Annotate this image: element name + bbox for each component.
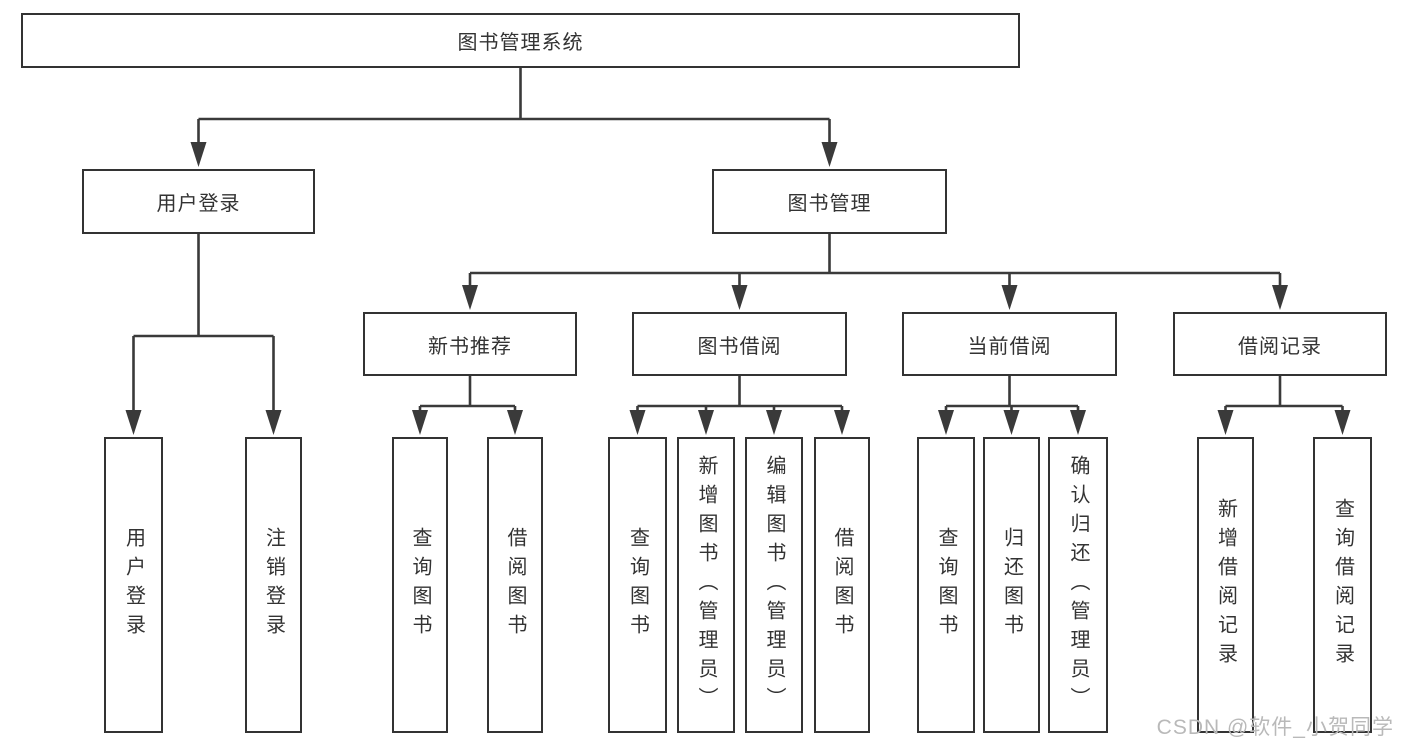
node-book-borrow: 图书借阅 [632, 312, 847, 376]
node-label: 查询图书 [409, 527, 431, 643]
node-label: 借阅图书 [504, 527, 526, 643]
node-leaf-cb-query: 查询图书 [917, 437, 975, 733]
node-label: 查询图书 [626, 527, 649, 643]
node-label: 用户登录 [122, 527, 145, 643]
node-new-book-rec: 新书推荐 [363, 312, 577, 376]
node-leaf-nb-borrow: 借阅图书 [487, 437, 543, 733]
arrowhead-icon [412, 410, 428, 435]
node-label: 查询图书 [935, 527, 957, 643]
node-book-mgmt: 图书管理 [712, 169, 947, 234]
node-leaf-br-query: 查询借阅记录 [1313, 437, 1372, 733]
node-label: 查询借阅记录 [1331, 498, 1354, 672]
node-label: 新增借阅记录 [1214, 498, 1237, 672]
node-label: 注销登录 [262, 527, 285, 643]
node-label: 当前借阅 [967, 335, 1052, 358]
arrowhead-icon [1217, 410, 1234, 435]
node-label: 新书推荐 [428, 335, 512, 358]
arrowhead-icon [190, 142, 207, 167]
arrowhead-icon [125, 410, 142, 435]
node-borrow-record: 借阅记录 [1173, 312, 1387, 376]
watermark: CSDN @软件_小贺同学 [1156, 716, 1394, 739]
arrowhead-icon [1334, 410, 1351, 435]
node-label: 归还图书 [1000, 527, 1023, 643]
arrowhead-icon [834, 410, 850, 435]
node-label: 新增图书（管理员） [695, 454, 717, 716]
arrowhead-icon [1272, 285, 1288, 310]
node-current-borrow: 当前借阅 [902, 312, 1117, 376]
node-leaf-nb-query: 查询图书 [392, 437, 448, 733]
node-leaf-bb-add: 新增图书（管理员） [677, 437, 735, 733]
node-leaf-user-login: 用户登录 [104, 437, 163, 733]
arrowhead-icon [766, 410, 782, 435]
arrowhead-icon [1070, 410, 1086, 435]
arrowhead-icon [938, 410, 954, 435]
arrowhead-icon [265, 410, 282, 435]
node-label: 编辑图书（管理员） [763, 454, 785, 716]
arrowhead-icon [821, 142, 838, 167]
arrowhead-icon [1001, 285, 1018, 310]
arrowhead-icon [629, 410, 646, 435]
arrowhead-icon [1003, 410, 1020, 435]
node-leaf-cb-return: 归还图书 [983, 437, 1040, 733]
node-label: 确认归还（管理员） [1067, 454, 1089, 716]
node-label: 图书借阅 [697, 335, 782, 358]
node-label: 借阅图书 [831, 527, 853, 643]
node-label: 图书管理 [787, 193, 872, 215]
node-leaf-bb-edit: 编辑图书（管理员） [745, 437, 803, 733]
node-leaf-cb-confirm: 确认归还（管理员） [1048, 437, 1108, 733]
node-label: 借阅记录 [1238, 335, 1322, 358]
node-label: 图书管理系统 [457, 32, 584, 54]
node-leaf-br-add: 新增借阅记录 [1197, 437, 1254, 733]
arrowhead-icon [698, 410, 714, 435]
node-leaf-bb-borrow: 借阅图书 [814, 437, 870, 733]
arrowhead-icon [731, 285, 748, 310]
node-label: 用户登录 [156, 193, 241, 215]
arrowhead-icon [507, 410, 523, 435]
arrowhead-icon [462, 285, 478, 310]
node-leaf-logout: 注销登录 [245, 437, 302, 733]
node-leaf-bb-query: 查询图书 [608, 437, 667, 733]
node-user-login: 用户登录 [82, 169, 315, 234]
node-root: 图书管理系统 [21, 13, 1020, 68]
